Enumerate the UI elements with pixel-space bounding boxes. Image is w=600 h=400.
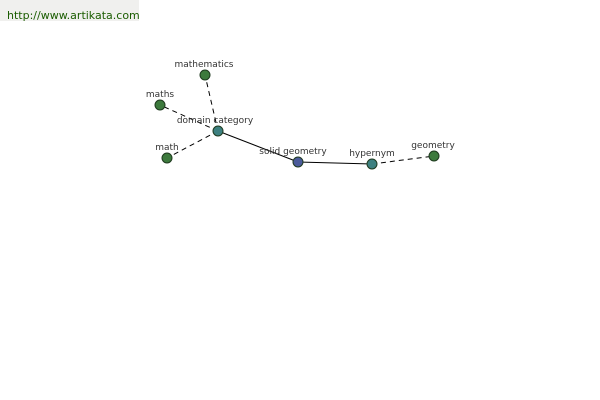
node-label[interactable]: hypernym: [349, 149, 395, 159]
node-hypernym[interactable]: hypernym: [349, 149, 395, 170]
node-label[interactable]: solid geometry: [259, 147, 327, 157]
node-mathematics[interactable]: mathematics: [174, 60, 234, 81]
url-bar: http://www.artikata.com: [0, 0, 140, 22]
edge-domain-category-to-math: [166, 130, 219, 159]
node-label[interactable]: math: [155, 143, 179, 153]
node-circle[interactable]: [161, 152, 173, 164]
node-label[interactable]: maths: [146, 90, 175, 100]
node-circle[interactable]: [292, 156, 304, 168]
node-label[interactable]: mathematics: [174, 60, 233, 70]
node-circle[interactable]: [199, 69, 211, 81]
node-solid-geometry[interactable]: solid geometry: [259, 147, 327, 168]
node-domain-category[interactable]: domain category: [177, 116, 254, 137]
node-circle[interactable]: [154, 99, 166, 111]
edge-domain-category-to-mathematics: [204, 74, 219, 132]
node-circle[interactable]: [212, 125, 224, 137]
node-geometry[interactable]: geometry: [411, 141, 455, 162]
edge-hypernym-to-geometry: [371, 155, 435, 165]
node-maths[interactable]: maths: [146, 90, 175, 111]
node-label[interactable]: domain category: [177, 116, 254, 126]
edge-solid-geometry-to-domain-category: [217, 130, 299, 163]
node-label[interactable]: geometry: [411, 141, 455, 151]
nodes-layer: mathematics maths domain category math solid…: [146, 60, 455, 170]
edge-solid-geometry-to-hypernym: [297, 161, 373, 165]
edges-layer: [159, 74, 435, 165]
edge-domain-category-to-maths: [159, 104, 219, 132]
node-math[interactable]: math: [155, 143, 179, 164]
node-circle[interactable]: [428, 150, 440, 162]
node-circle[interactable]: [366, 158, 378, 170]
site-link[interactable]: http://www.artikata.com: [7, 9, 140, 22]
